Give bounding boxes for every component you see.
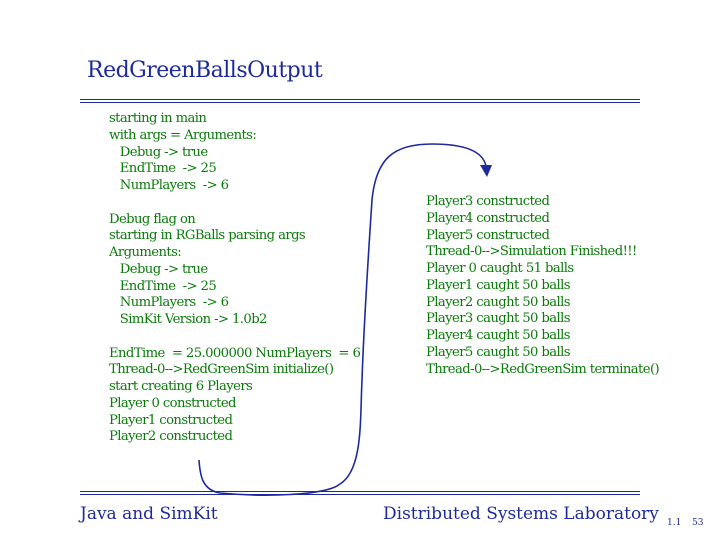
output-line: Player1 caught 50 balls [426, 277, 571, 293]
output-line: Debug flag on [109, 211, 196, 227]
output-line: NumPlayers -> 6 [109, 295, 229, 311]
footer-course-title: Java and SimKit [80, 504, 218, 524]
output-line: Thread-0-->RedGreenSim initialize() [109, 362, 334, 378]
output-line: Player5 constructed [426, 227, 550, 243]
output-line: EndTime -> 25 [109, 161, 217, 177]
slide-title: RedGreenBallsOutput [87, 58, 323, 83]
output-line: NumPlayers -> 6 [109, 178, 229, 193]
output-line: Debug -> true [109, 144, 208, 160]
output-line: Player 0 constructed [109, 395, 237, 411]
page-number: 53 [692, 518, 704, 528]
output-line: Player1 constructed [109, 412, 233, 428]
title-rule-top [80, 99, 640, 100]
output-line: Player2 constructed [109, 429, 233, 445]
footer-lab-name: Distributed Systems Laboratory [383, 504, 659, 524]
output-line: Player3 constructed [426, 194, 550, 209]
output-line: SimKit Version -> 1.0b2 [109, 312, 268, 327]
output-line: Arguments: [109, 245, 182, 260]
continuation-arrow-path [198, 143, 487, 496]
output-line: starting in main [109, 111, 207, 126]
output-line: Thread-0-->Simulation Finished!!! [426, 244, 637, 260]
footer-version: 1.1 [667, 518, 682, 528]
output-line: Thread-0-->RedGreenSim terminate() [426, 361, 660, 377]
output-line: EndTime = 25.000000 NumPlayers = 6 [109, 345, 361, 361]
output-line: with args = Arguments: [109, 127, 257, 143]
output-line: EndTime -> 25 [109, 278, 217, 294]
output-line: Player3 caught 50 balls [426, 311, 571, 327]
output-line: Player5 caught 50 balls [426, 344, 571, 360]
footer-rule-bottom [80, 494, 640, 495]
footer-rule-top [80, 491, 640, 492]
output-line: Player4 constructed [426, 210, 550, 226]
output-line: Player 0 caught 51 balls [426, 261, 574, 276]
output-line: start creating 6 Players [109, 379, 253, 394]
output-line: Player2 caught 50 balls [426, 294, 571, 310]
title-rule-bottom [80, 102, 640, 103]
output-line: starting in RGBalls parsing args [109, 228, 306, 244]
output-line: Player4 caught 50 balls [426, 328, 571, 343]
arrowhead-icon [480, 165, 492, 177]
output-line: Debug -> true [109, 261, 208, 277]
